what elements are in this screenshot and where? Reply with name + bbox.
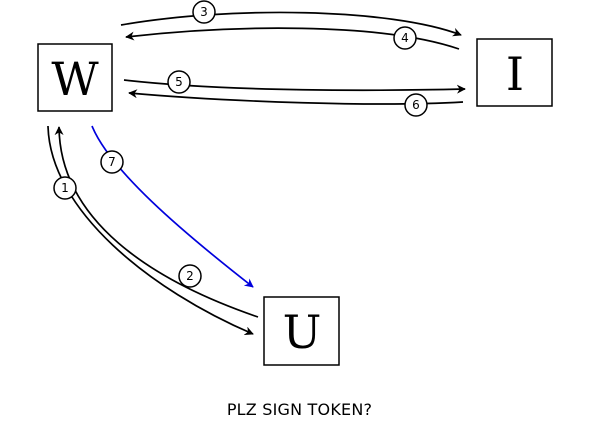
step-6-label: 6 bbox=[412, 98, 420, 112]
step-4-badge: 4 bbox=[393, 26, 417, 50]
step-3-badge: 3 bbox=[192, 0, 216, 24]
step-1-label: 1 bbox=[61, 181, 69, 195]
step-2-label: 2 bbox=[186, 269, 194, 283]
step-6-badge: 6 bbox=[404, 93, 428, 117]
step-5-label: 5 bbox=[175, 75, 183, 89]
node-u-label: U bbox=[283, 305, 322, 359]
edge-2-arrow bbox=[54, 126, 259, 318]
node-i: I bbox=[476, 38, 553, 107]
edge-3-arrow bbox=[120, 11, 462, 37]
step-3-label: 3 bbox=[200, 5, 208, 19]
edge-1-arrow bbox=[47, 125, 254, 335]
step-4-label: 4 bbox=[401, 31, 409, 45]
node-w: W bbox=[37, 43, 113, 112]
step-7-badge: 7 bbox=[100, 150, 124, 174]
step-2-badge: 2 bbox=[178, 264, 202, 288]
step-7-label: 7 bbox=[108, 155, 116, 169]
step-5-badge: 5 bbox=[167, 70, 191, 94]
node-u: U bbox=[263, 296, 340, 366]
node-w-label: W bbox=[51, 52, 99, 106]
node-i-label: I bbox=[506, 47, 524, 101]
diagram-caption: PLZ SIGN TOKEN? bbox=[226, 400, 373, 419]
step-1-badge: 1 bbox=[53, 176, 77, 200]
edge-4-arrow bbox=[125, 27, 460, 50]
edge-7-arrow bbox=[91, 125, 254, 288]
